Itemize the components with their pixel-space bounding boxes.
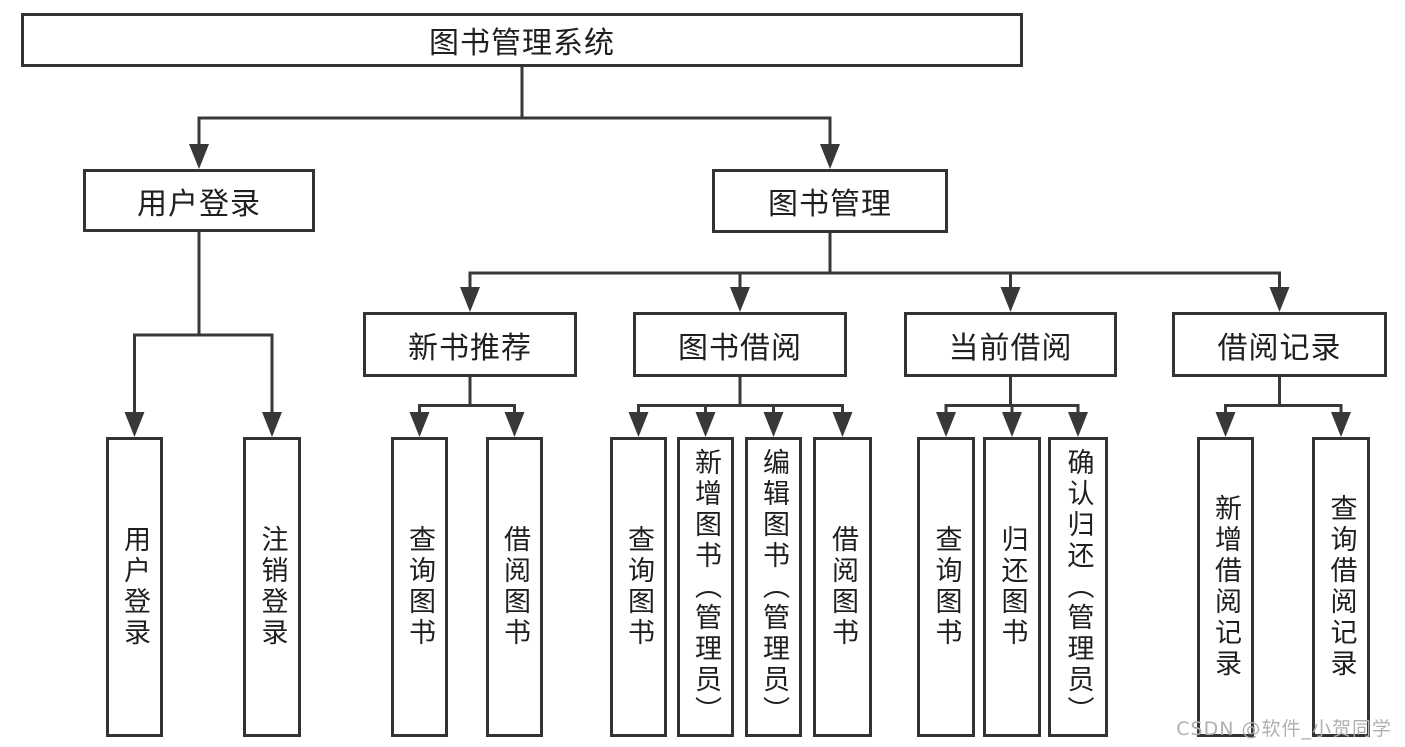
node-root: 图书管理系统 (21, 13, 1023, 67)
node-user-login: 用户登录 (83, 169, 315, 232)
leaf-borrow-books-recommend: 借阅图书 (486, 437, 543, 737)
leaf-user-login: 用户登录 (106, 437, 163, 737)
leaf-return-books: 归还图书 (983, 437, 1041, 737)
leaf-query-books-borrowing: 查询图书 (610, 437, 667, 737)
leaf-borrow-books-borrowing: 借阅图书 (813, 437, 872, 737)
node-current-borrowing: 当前借阅 (904, 312, 1117, 377)
leaf-query-books-current: 查询图书 (917, 437, 975, 737)
node-borrowing-records: 借阅记录 (1172, 312, 1387, 377)
leaf-query-books-recommend: 查询图书 (391, 437, 448, 737)
leaf-logout-login: 注销登录 (243, 437, 301, 737)
leaf-add-borrowing-record: 新增借阅记录 (1197, 437, 1254, 737)
leaf-add-book-admin: 新增图书（管理员） (677, 437, 734, 737)
leaf-confirm-return-admin: 确认归还（管理员） (1048, 437, 1108, 737)
leaf-edit-book-admin: 编辑图书（管理员） (745, 437, 802, 737)
node-new-book-recommendation: 新书推荐 (363, 312, 577, 377)
node-book-management: 图书管理 (712, 169, 948, 233)
node-book-borrowing: 图书借阅 (633, 312, 847, 377)
watermark: CSDN @软件_小贺同学 (1176, 718, 1392, 740)
leaf-query-borrowing-record: 查询借阅记录 (1312, 437, 1370, 737)
